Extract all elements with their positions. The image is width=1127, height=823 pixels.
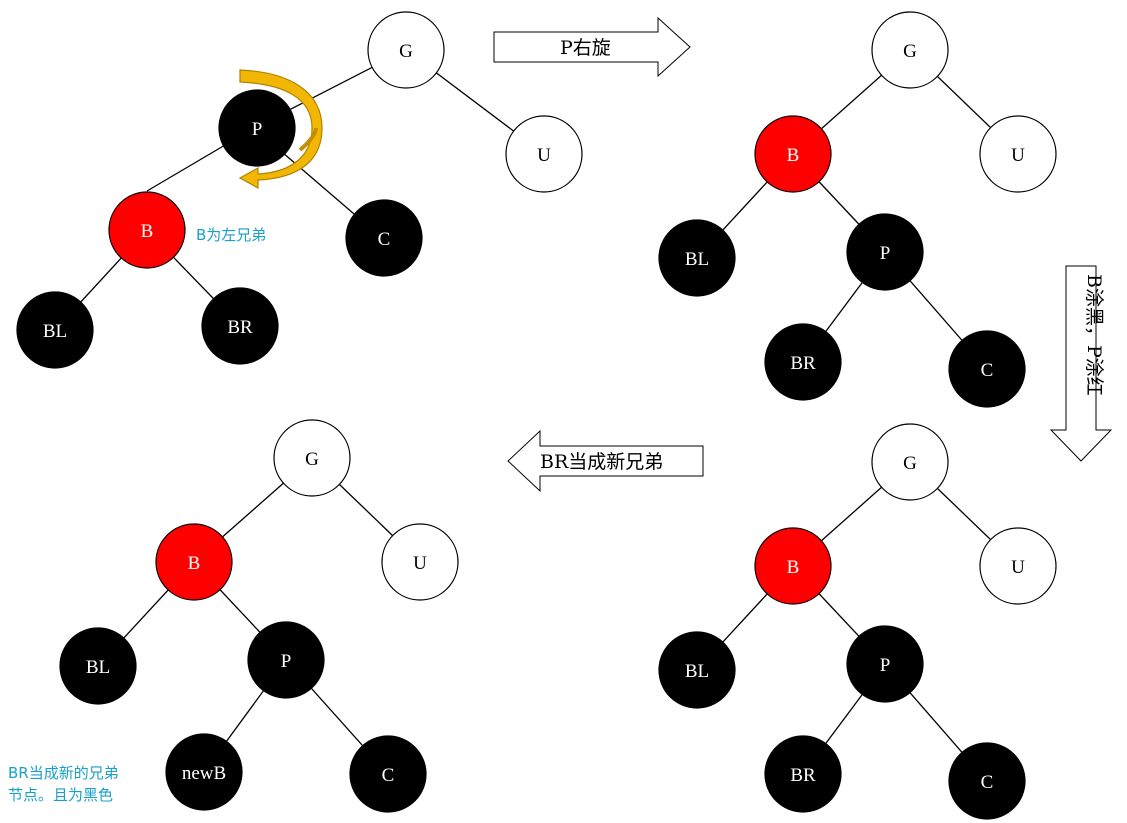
node-p-circle — [218, 89, 296, 167]
node-newb: newB — [165, 733, 243, 811]
node-br-circle — [764, 323, 842, 401]
node-g: G — [871, 11, 949, 89]
node-c: C — [948, 742, 1026, 820]
node-g: G — [273, 419, 351, 497]
node-u-label: U — [413, 553, 427, 574]
node-p-label: P — [252, 119, 263, 140]
node-g-circle — [367, 11, 445, 89]
node-bl-circle — [658, 631, 736, 709]
node-u-circle — [381, 523, 459, 601]
node-br-circle — [201, 287, 279, 365]
node-c-label: C — [382, 765, 395, 786]
node-b-label: B — [787, 557, 800, 578]
node-p: P — [218, 89, 296, 167]
node-bl-circle — [59, 627, 137, 705]
node-p-label: P — [880, 655, 891, 676]
node-u-label: U — [537, 145, 551, 166]
node-p-circle — [846, 625, 924, 703]
node-br-circle — [764, 735, 842, 813]
node-b-label: B — [141, 221, 154, 242]
node-p: P — [247, 621, 325, 699]
node-br: BR — [764, 323, 842, 401]
node-bl-circle — [658, 219, 736, 297]
node-b-label: B — [188, 553, 201, 574]
node-c-circle — [948, 330, 1026, 408]
node-g: G — [871, 423, 949, 501]
node-b: B — [754, 527, 832, 605]
node-u-circle — [979, 115, 1057, 193]
node-p-circle — [247, 621, 325, 699]
node-b-label: B — [787, 145, 800, 166]
arrow-recolor-label: B涂黑，P涂红 — [1083, 274, 1105, 396]
arrow-new-sibling: BR当成新兄弟 — [507, 429, 704, 493]
node-p-label: P — [281, 651, 292, 672]
node-p: P — [846, 625, 924, 703]
node-b: B — [108, 191, 186, 269]
node-g-circle — [273, 419, 351, 497]
node-c: C — [948, 330, 1026, 408]
node-bl: BL — [16, 291, 94, 369]
node-c: C — [345, 199, 423, 277]
node-c-label: C — [981, 360, 994, 381]
node-br-label: BR — [227, 317, 253, 338]
node-p: P — [846, 213, 924, 291]
tree-1: G U P C B BL BR B为左兄弟 — [16, 11, 583, 369]
node-newb-circle — [165, 733, 243, 811]
node-bl-label: BL — [685, 249, 709, 270]
node-g-circle — [871, 11, 949, 89]
node-b-circle — [754, 527, 832, 605]
node-b: B — [754, 115, 832, 193]
node-u: U — [979, 527, 1057, 605]
arrow-rotate: P右旋 — [493, 16, 691, 78]
tree-2: G U B BL P BR C — [658, 11, 1057, 408]
caption-new-sibling-line-2: 节点。且为黑色 — [8, 786, 113, 804]
node-bl-label: BL — [43, 321, 67, 342]
node-u-label: U — [1011, 145, 1025, 166]
node-bl: BL — [59, 627, 137, 705]
node-bl-label: BL — [685, 661, 709, 682]
node-u-label: U — [1011, 557, 1025, 578]
node-br: BR — [201, 287, 279, 365]
node-p-label: P — [880, 243, 891, 264]
node-g-circle — [871, 423, 949, 501]
node-br-label: BR — [790, 353, 816, 374]
node-b-circle — [155, 523, 233, 601]
node-g: G — [367, 11, 445, 89]
node-c-label: C — [378, 229, 391, 250]
tree-4: G U B BL P newB C BR当成新的兄弟 节点。且为黑色 — [8, 419, 459, 813]
node-b-circle — [108, 191, 186, 269]
node-c: C — [349, 735, 427, 813]
node-b: B — [155, 523, 233, 601]
node-g-label: G — [399, 41, 413, 62]
node-bl: BL — [658, 219, 736, 297]
node-newb-label: newB — [182, 763, 226, 784]
node-u: U — [979, 115, 1057, 193]
node-bl: BL — [658, 631, 736, 709]
caption-b-left-sibling: B为左兄弟 — [196, 226, 266, 244]
node-u: U — [381, 523, 459, 601]
node-u: U — [505, 115, 583, 193]
node-c-label: C — [981, 772, 994, 793]
tree-3: G U B BL P BR C — [658, 423, 1057, 820]
node-br-label: BR — [790, 765, 816, 786]
caption-new-sibling-line-1: BR当成新的兄弟 — [8, 764, 119, 782]
node-p-circle — [846, 213, 924, 291]
node-br: BR — [764, 735, 842, 813]
node-u-circle — [505, 115, 583, 193]
node-g-label: G — [903, 41, 917, 62]
node-bl-circle — [16, 291, 94, 369]
node-g-label: G — [305, 449, 319, 470]
arrow-rotate-label: P右旋 — [560, 37, 611, 59]
node-c-circle — [349, 735, 427, 813]
arrow-recolor: B涂黑，P涂红 — [1049, 265, 1113, 462]
node-u-circle — [979, 527, 1057, 605]
node-c-circle — [948, 742, 1026, 820]
node-c-circle — [345, 199, 423, 277]
node-bl-label: BL — [86, 657, 110, 678]
arrow-new-sibling-label: BR当成新兄弟 — [540, 451, 663, 473]
node-g-label: G — [903, 453, 917, 474]
node-b-circle — [754, 115, 832, 193]
rotation-arrow-icon — [238, 69, 323, 190]
